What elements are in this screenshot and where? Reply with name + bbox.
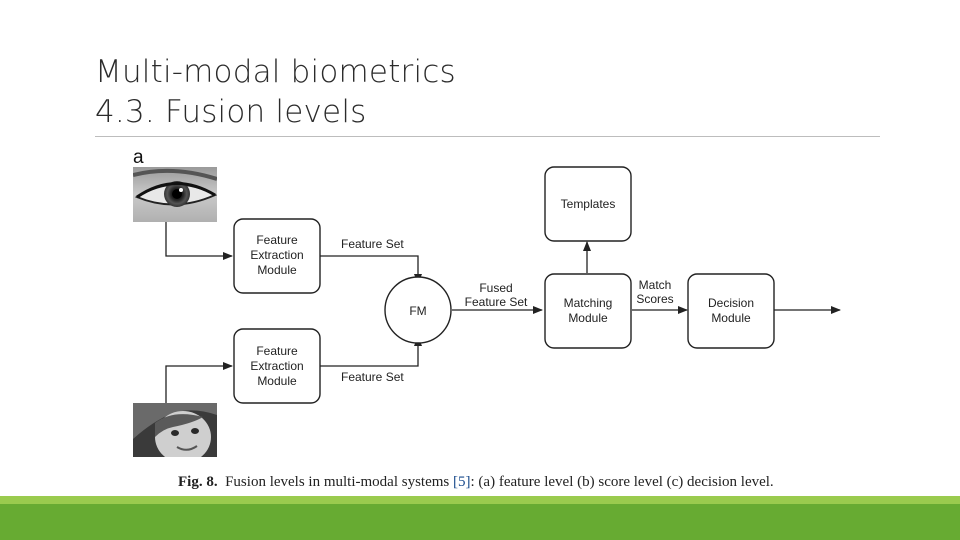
figure-caption: Fig. 8. Fusion levels in multi-modal sys…: [178, 474, 774, 491]
caption-label: Fig. 8.: [178, 474, 218, 490]
edge-label-fused-1: Fused: [479, 281, 512, 295]
title-divider: [95, 136, 880, 137]
templates-box: Templates: [544, 166, 632, 242]
fe-bottom-label-3: Module: [257, 374, 297, 388]
fe-top-to-fm-connector: [320, 255, 422, 284]
eye-photo: [133, 167, 217, 222]
face-photo: [133, 403, 217, 457]
fe-top-label-1: Feature: [256, 233, 298, 247]
templates-label: Templates: [561, 197, 616, 211]
edge-label-scores: Scores: [636, 292, 673, 306]
face-to-fe-connector: [165, 362, 233, 403]
feature-extraction-module-top: Feature Extraction Module: [233, 218, 321, 294]
fe-bottom-label-1: Feature: [256, 344, 298, 358]
matching-label-2: Module: [568, 311, 608, 325]
edge-label-fused-2: Feature Set: [465, 295, 528, 309]
slide-title: Multi-modal biometrics 4.3. Fusion level…: [95, 52, 456, 132]
matching-label-1: Matching: [564, 296, 613, 310]
feature-extraction-module-bottom: Feature Extraction Module: [233, 328, 321, 404]
eye-to-fe-connector: [165, 222, 233, 260]
matching-module-box: Matching Module: [544, 273, 632, 349]
panel-label: a: [133, 147, 144, 168]
fusion-module-circle: FM: [384, 276, 452, 344]
fe-bottom-label-2: Extraction: [250, 359, 303, 373]
slide-title-line2: 4.3. Fusion levels: [95, 94, 367, 130]
caption-text-after: : (a) feature level (b) score level (c) …: [470, 474, 774, 490]
decision-module-box: Decision Module: [687, 273, 775, 349]
decision-label-2: Module: [711, 311, 751, 325]
fm-label: FM: [409, 304, 426, 318]
slide-title-line1: Multi-modal biometrics: [95, 54, 456, 90]
caption-text-before: Fusion levels in multi-modal systems: [225, 474, 454, 490]
edge-label-match: Match: [639, 278, 672, 292]
decision-label-1: Decision: [708, 296, 754, 310]
fe-top-label-2: Extraction: [250, 248, 303, 262]
fe-top-label-3: Module: [257, 263, 297, 277]
footer-bar: [0, 504, 960, 540]
fe-bottom-to-fm-connector: [320, 336, 422, 367]
edge-label-feature-set-top: Feature Set: [341, 237, 404, 251]
caption-reference-link[interactable]: [5]: [453, 474, 471, 490]
edge-label-feature-set-bottom: Feature Set: [341, 370, 404, 384]
footer-accent-band: [0, 496, 960, 504]
